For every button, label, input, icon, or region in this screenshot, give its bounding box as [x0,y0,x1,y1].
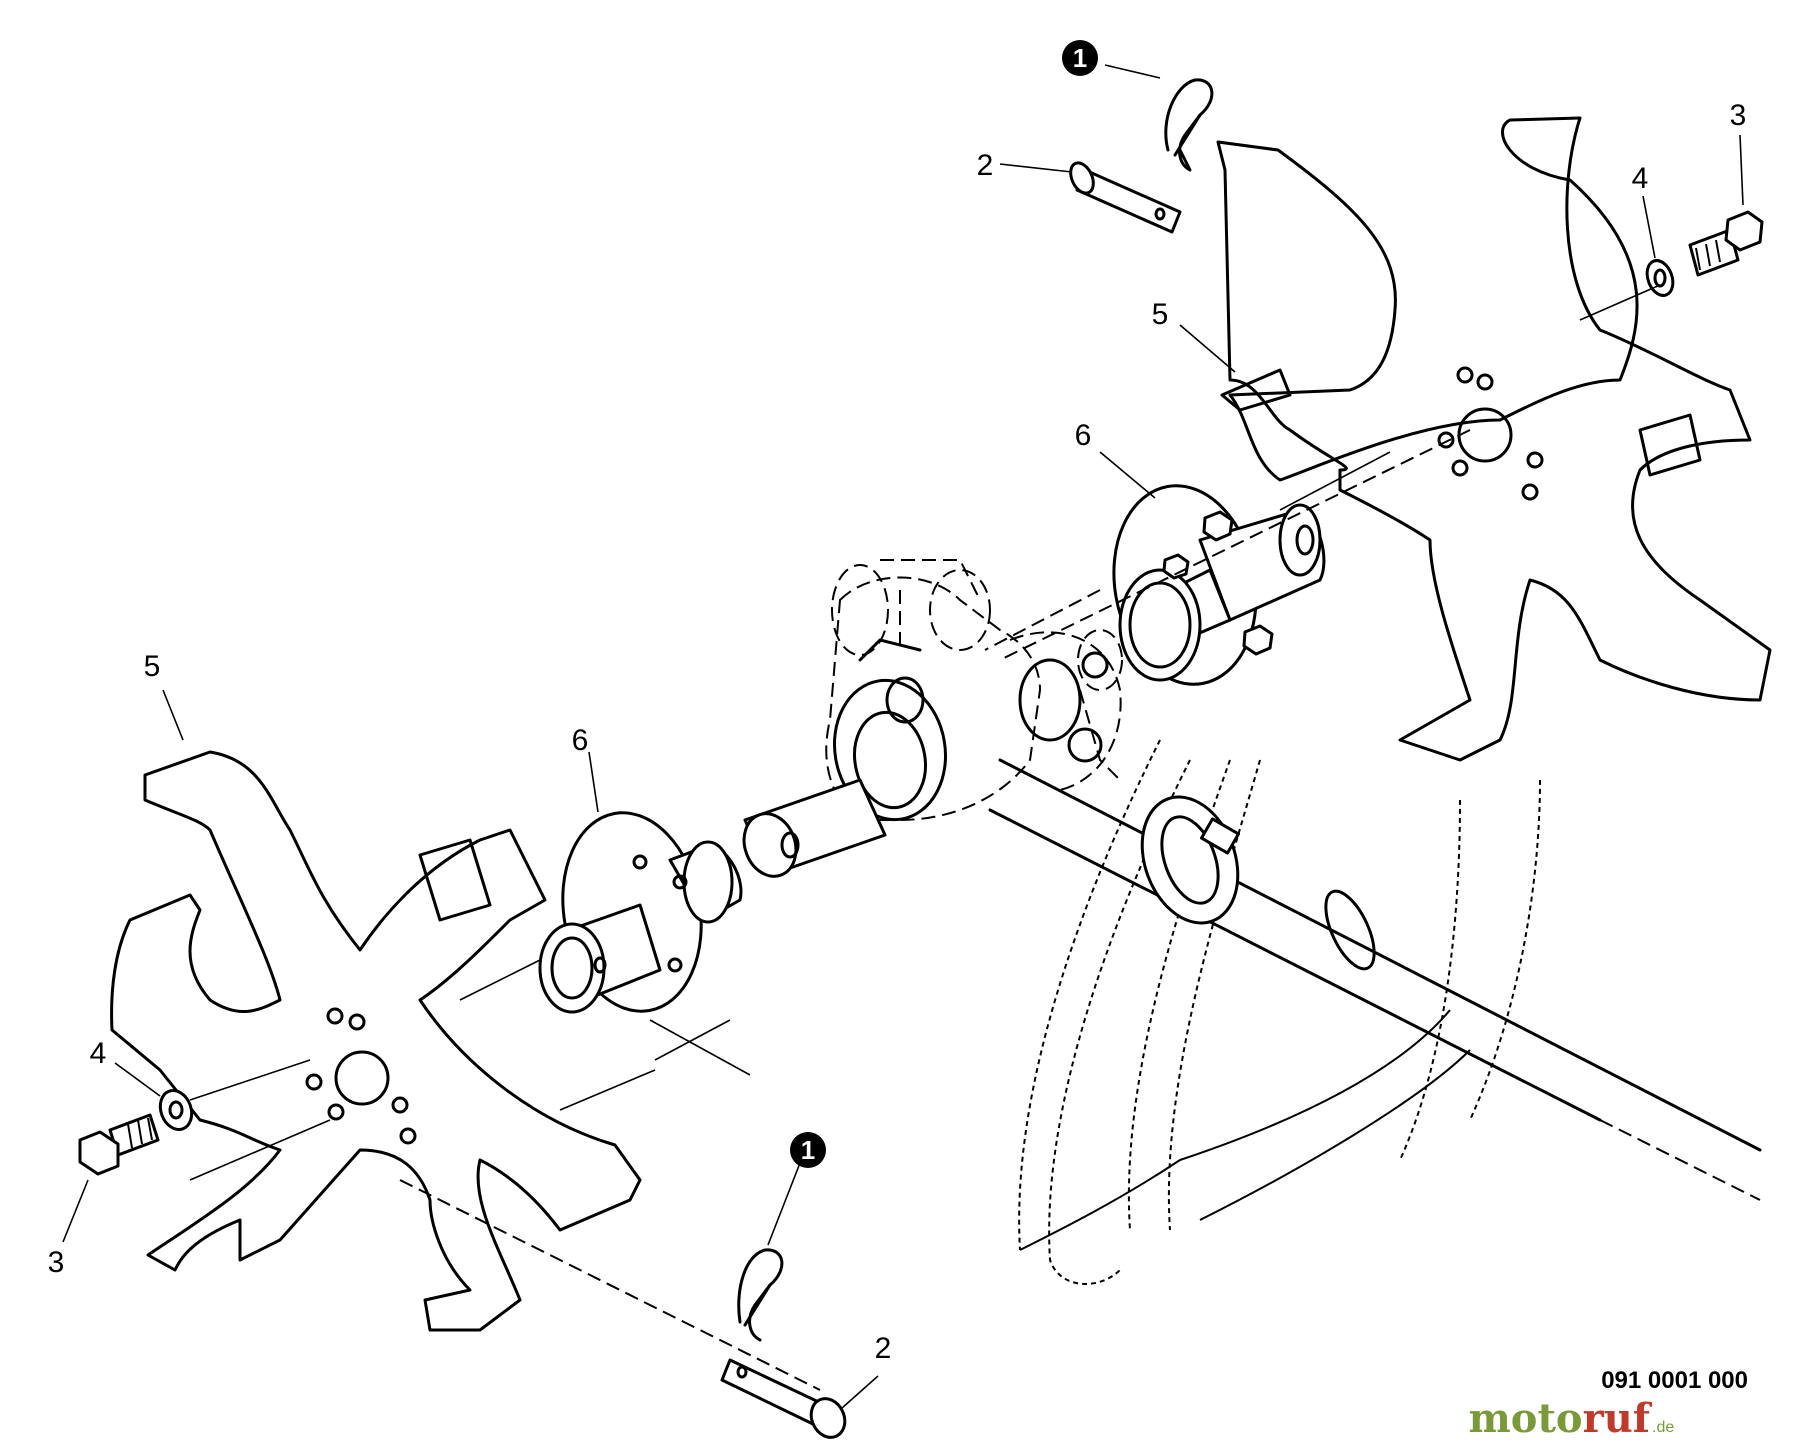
callout-2-bottom: 2 [875,1332,892,1365]
drive-shaft [988,758,1762,1201]
hex-bolt-top [1688,210,1764,277]
alignment-lines [189,284,1661,1391]
hairpin-clip-top [1164,78,1214,172]
callout-1-top-text: 1 [1073,43,1087,73]
leader-lines [62,64,1744,1409]
clevis-pin-top [1069,161,1182,234]
callout-4-left: 4 [90,1037,107,1070]
clevis-pin-bottom [720,1358,847,1439]
callout-6-left: 6 [572,724,589,757]
watermark-suffix: .de [1652,1419,1674,1436]
hairpin-clip-bottom [737,1248,784,1342]
callout-5-top: 5 [1152,298,1169,331]
hex-bolt-left [78,1113,160,1176]
lock-washer-left [158,1089,194,1131]
watermark-part1: moto [1468,1395,1582,1442]
callout-2-top: 2 [977,149,994,182]
callout-6-top: 6 [1075,419,1092,452]
callout-3-left: 3 [48,1246,65,1279]
svg-text:motoruf: motoruf [1468,1395,1652,1442]
diagram-reference-number: 091 0001 000 [1601,1367,1748,1394]
output-shaft [742,778,887,878]
hub-flange-left [538,811,743,1014]
callout-5-left: 5 [144,650,161,683]
callout-1-bottom: 1 [790,1132,826,1168]
tine-assembly-left [110,750,642,1332]
callout-3-top: 3 [1730,99,1747,132]
tine-assembly-top-right [1216,116,1772,762]
tiller-frame-outline [1018,739,1541,1285]
callout-1-bottom-text: 1 [801,1135,815,1165]
watermark-part2: ruf [1583,1395,1653,1442]
callout-1-top: 1 [1062,40,1098,76]
shaft-collar [1140,795,1240,925]
hub-flange-top [1112,484,1326,686]
callout-4-top: 4 [1632,162,1649,195]
watermark-logo: motoruf .de [1468,1395,1674,1442]
lock-washer-top [1645,259,1675,297]
